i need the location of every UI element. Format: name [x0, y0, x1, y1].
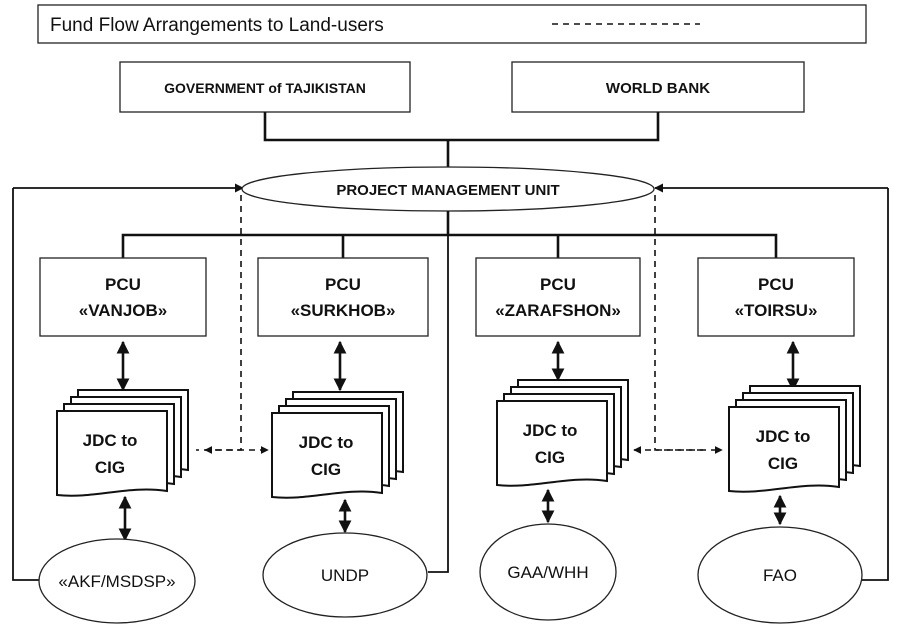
funding-bracket — [263, 112, 660, 142]
partner-undp: UNDP — [262, 532, 428, 618]
pcu-vanjob: PCU «VANJOB» — [39, 257, 207, 337]
pcu-name: «VANJOB» — [79, 301, 168, 320]
partner-akf-msdsp: «AKF/MSDSP» — [38, 538, 196, 624]
pmu-label: PROJECT MANAGEMENT UNIT — [336, 182, 559, 199]
world-bank-label: WORLD BANK — [606, 80, 710, 97]
legend-title: Fund Flow Arrangements to Land-users — [50, 15, 384, 36]
jdc-label: JDC to — [83, 431, 138, 450]
partner-gaa-whh: GAA/WHH — [479, 523, 617, 621]
partner-label: FAO — [763, 566, 797, 585]
pcu-box — [257, 257, 429, 337]
partner-ellipse — [38, 538, 196, 624]
pcu-label: PCU — [758, 275, 794, 294]
partner-ellipse — [262, 532, 428, 618]
partner-label: GAA/WHH — [507, 563, 588, 582]
pcu-label: PCU — [540, 275, 576, 294]
jdc-stack-3: JDC to CIG — [496, 379, 629, 487]
jdc-doc-front — [271, 412, 383, 499]
pcu-box — [39, 257, 207, 337]
jdc-label: JDC to — [299, 433, 354, 452]
jdc-doc-front — [56, 410, 168, 497]
jdc-stack-1: JDC to CIG — [56, 389, 189, 497]
pcu-bracket — [121, 233, 778, 258]
jdc-stack-2: JDC to CIG — [271, 391, 404, 499]
partner-ellipse — [697, 526, 863, 624]
jdc-label-2: CIG — [535, 448, 565, 467]
partner-label: UNDP — [321, 566, 369, 585]
pcu-surkhob: PCU «SURKHOB» — [257, 257, 429, 337]
legend: Fund Flow Arrangements to Land-users — [37, 4, 867, 44]
jdc-label-2: CIG — [95, 458, 125, 477]
partner-ellipse — [479, 523, 617, 621]
center-divider-line — [428, 235, 449, 573]
jdc-doc-front — [496, 400, 608, 487]
jdc-doc-front — [728, 406, 840, 493]
partner-fao: FAO — [697, 526, 863, 624]
jdc-stack-4: JDC to CIG — [728, 385, 861, 493]
pcu-name: «TOIRSU» — [735, 301, 818, 320]
jdc-label: JDC to — [756, 427, 811, 446]
jdc-label-2: CIG — [768, 454, 798, 473]
government-label: GOVERNMENT of TAJIKISTAN — [164, 80, 366, 96]
pcu-zarafshon: PCU «ZARAFSHON» — [475, 257, 641, 337]
pcu-label: PCU — [325, 275, 361, 294]
pcu-name: «ZARAFSHON» — [495, 301, 621, 320]
pcu-name: «SURKHOB» — [291, 301, 396, 320]
right-outer-line — [862, 188, 889, 581]
pcu-toirsu: PCU «TOIRSU» — [697, 257, 855, 337]
pcu-label: PCU — [105, 275, 141, 294]
partner-label: «AKF/MSDSP» — [58, 572, 175, 591]
jdc-label: JDC to — [523, 421, 578, 440]
pcu-box — [697, 257, 855, 337]
government-box — [119, 61, 411, 113]
left-outer-line — [12, 188, 50, 581]
jdc-label-2: CIG — [311, 460, 341, 479]
legend-box — [37, 4, 867, 44]
pcu-box — [475, 257, 641, 337]
